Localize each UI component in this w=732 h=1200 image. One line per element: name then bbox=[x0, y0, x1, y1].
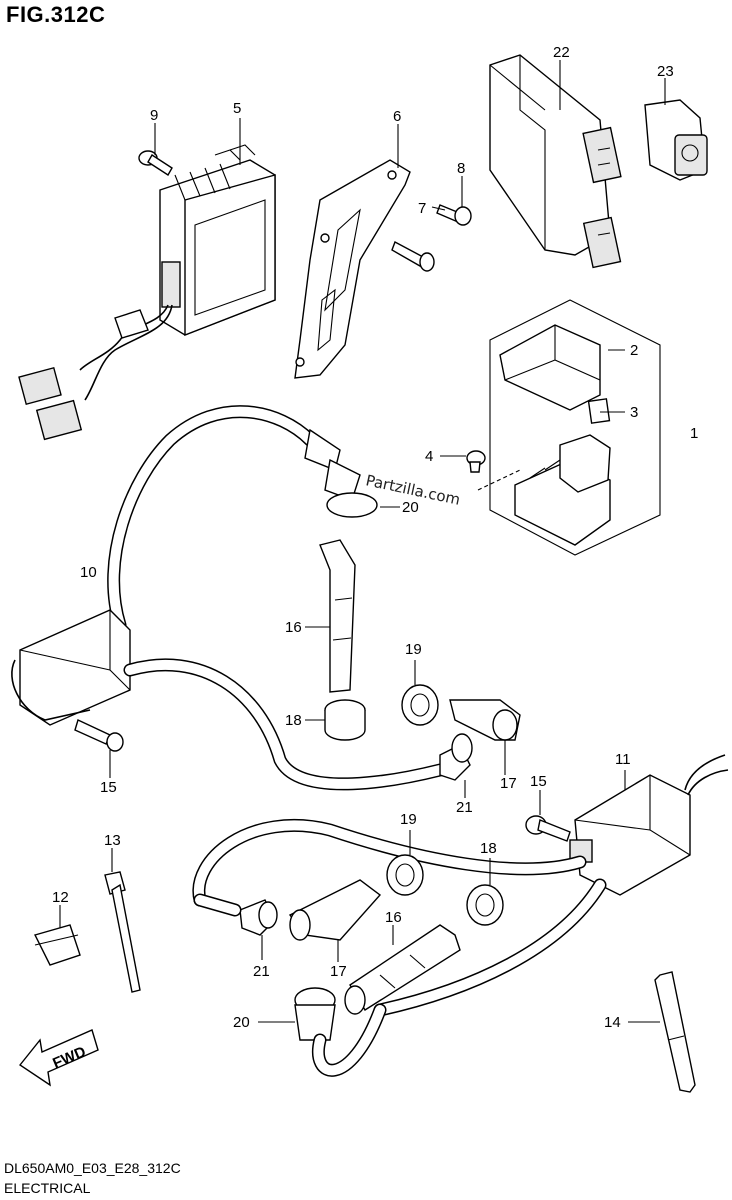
callout-12: 12 bbox=[52, 889, 69, 906]
diagram-name: ELECTRICAL bbox=[4, 1180, 91, 1196]
callout-17-lower: 17 bbox=[330, 963, 347, 980]
cable-tie-13[interactable] bbox=[104, 871, 141, 993]
callout-6: 6 bbox=[393, 108, 401, 125]
connector-23[interactable] bbox=[644, 99, 708, 181]
callout-15-right: 15 bbox=[530, 773, 547, 790]
callout-16-lower: 16 bbox=[385, 909, 402, 926]
bolt-8[interactable] bbox=[436, 204, 472, 226]
clamp-14[interactable] bbox=[654, 971, 696, 1093]
callout-1: 1 bbox=[690, 425, 698, 442]
bolt-7[interactable] bbox=[391, 241, 435, 272]
callout-20-upper: 20 bbox=[402, 499, 419, 516]
seal-19-lower[interactable] bbox=[386, 854, 424, 896]
ecm-unit[interactable] bbox=[489, 54, 622, 269]
callout-18-upper: 18 bbox=[285, 712, 302, 729]
starter-relay[interactable] bbox=[514, 434, 611, 546]
diagram-code: DL650AM0_E03_E28_312C bbox=[4, 1160, 181, 1176]
callout-5: 5 bbox=[233, 100, 241, 117]
callout-23: 23 bbox=[657, 63, 674, 80]
callout-2: 2 bbox=[630, 342, 638, 359]
plug-cap-16-lower[interactable] bbox=[344, 924, 461, 1015]
bolt-9[interactable] bbox=[138, 150, 173, 176]
callout-labels: 22 23 5 9 6 8 7 2 3 1 4 20 10 16 19 18 1… bbox=[52, 44, 698, 1031]
clamp-12[interactable] bbox=[33, 924, 81, 966]
ignition-coil-11[interactable] bbox=[192, 754, 729, 1017]
callout-10: 10 bbox=[80, 564, 97, 581]
grommet-21-lower[interactable] bbox=[239, 899, 278, 936]
figure-title: FIG.312C bbox=[6, 2, 106, 27]
bolt-15-left[interactable] bbox=[74, 719, 124, 752]
fuse-3[interactable] bbox=[587, 398, 611, 424]
seal-18-upper[interactable] bbox=[324, 699, 366, 741]
callout-9: 9 bbox=[150, 107, 158, 124]
relay-cover-2[interactable] bbox=[499, 324, 601, 411]
boot-17-lower[interactable] bbox=[288, 879, 382, 941]
callout-16-upper: 16 bbox=[285, 619, 302, 636]
callout-15-left: 15 bbox=[100, 779, 117, 796]
seal-19-upper[interactable] bbox=[401, 684, 439, 726]
regulator-rectifier[interactable] bbox=[18, 144, 276, 441]
relay-assembly-box[interactable] bbox=[489, 299, 661, 556]
callout-13: 13 bbox=[104, 832, 121, 849]
callout-19-upper: 19 bbox=[405, 641, 422, 658]
fwd-arrow: FWD bbox=[18, 1029, 99, 1087]
callout-14: 14 bbox=[604, 1014, 621, 1031]
callout-19-lower: 19 bbox=[400, 811, 417, 828]
callout-21-upper: 21 bbox=[456, 799, 473, 816]
callout-3: 3 bbox=[630, 404, 638, 421]
plug-cap-16-upper[interactable] bbox=[319, 539, 356, 693]
callout-11: 11 bbox=[615, 751, 631, 768]
boot-17-upper[interactable] bbox=[449, 699, 521, 741]
seal-18-lower[interactable] bbox=[466, 884, 504, 926]
leader-lines bbox=[59, 60, 666, 1023]
callout-18-lower: 18 bbox=[480, 840, 497, 857]
callout-4: 4 bbox=[425, 448, 433, 465]
bolt-15-right[interactable] bbox=[525, 815, 571, 842]
callout-8: 8 bbox=[457, 160, 465, 177]
grommet-21-upper[interactable] bbox=[439, 733, 473, 781]
callout-17-upper: 17 bbox=[500, 775, 517, 792]
callout-21-lower: 21 bbox=[253, 963, 270, 980]
bracket-6[interactable] bbox=[294, 159, 411, 379]
ignition-coil-10[interactable] bbox=[11, 405, 447, 791]
plug-cap-20-lower[interactable] bbox=[294, 987, 387, 1077]
screw-4[interactable] bbox=[466, 450, 486, 473]
callout-22: 22 bbox=[553, 44, 570, 61]
callout-7: 7 bbox=[418, 200, 426, 217]
callout-20-lower: 20 bbox=[233, 1014, 250, 1031]
